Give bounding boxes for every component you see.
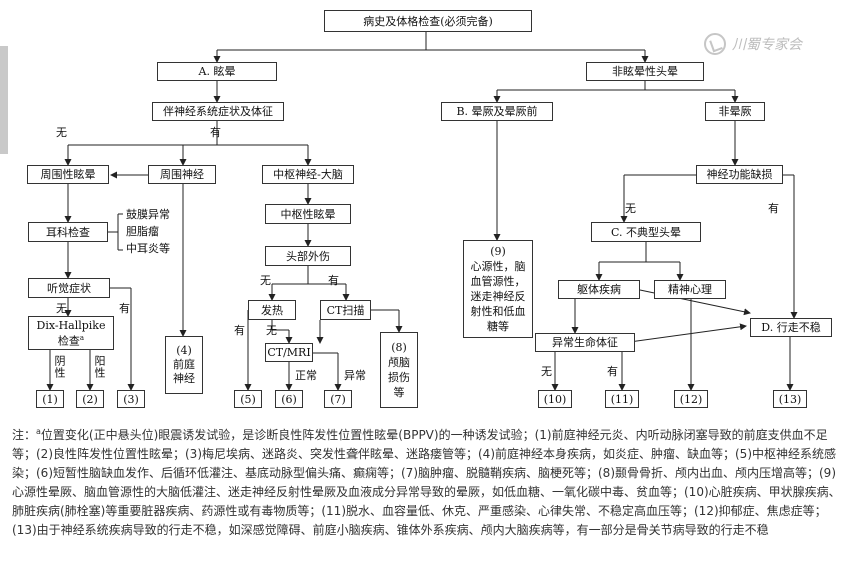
node-somatic-disease: 躯体疾病 [558,280,640,299]
outcome-10: (10) [538,390,572,408]
node-vital-signs: 异常生命体征 [535,333,635,352]
outcome-6: (6) [275,390,303,408]
node-non-syncope: 非晕厥 [705,102,765,121]
footnote-text: 位置变化(正中悬头位)眼震诱发试验，是诊断良性阵发性位置性眩晕(BPPV)的一种… [12,428,841,537]
node-head-trauma: 头部外伤 [265,246,351,266]
ear-finding-2: 胆脂瘤 [126,225,159,238]
node-trauma-8-text: 颅脑损伤等 [388,356,410,399]
branch-yes-fever: 有 [234,324,245,337]
node-ent-exam: 耳科检查 [28,222,108,242]
node-psych: 精神心理 [654,280,726,299]
dix-hallpike-line2: 检查a [58,332,84,348]
branch-yes-dysfunction: 有 [768,202,779,215]
sidebar-tab[interactable] [0,46,8,154]
node-vestibular-4-num: (4) [176,344,192,357]
branch-normal: 正常 [295,369,317,382]
branch-yes-vital: 有 [607,365,618,378]
outcome-13: (13) [773,390,807,408]
node-neuro-symptoms: 伴神经系统症状及体征 [152,102,284,121]
node-peripheral-nerve: 周围神经 [148,165,216,184]
branch-no-trauma: 无 [260,274,271,287]
outcome-11: (11) [605,390,639,408]
node-dix-hallpike: Dix-Hallpike 检查a [28,316,114,350]
node-cardio-9-num: (9) [490,245,506,258]
node-ct-mri: CT/MRI [265,343,313,362]
branch-negative: 阴性 [53,355,66,379]
node-vestibular-4: (4) 前庭神经 [165,336,203,394]
footnote: 注：a位置变化(正中悬头位)眼震诱发试验，是诊断良性阵发性位置性眩晕(BPPV)… [12,422,844,540]
outcome-1: (1) [36,390,64,408]
node-fever-label: 发热 [261,303,283,317]
node-history: 病史及体格检查(必须完备) [324,10,532,32]
node-a-vertigo: A. 眩晕 [157,62,277,81]
dix-hallpike-line2-text: 检查 [57,334,80,348]
outcome-7: (7) [324,390,352,408]
branch-positive: 阳性 [93,355,106,379]
branch-no-fever: 无 [266,324,277,337]
node-trauma-8-num: (8) [391,341,407,354]
node-b-syncope: B. 晕厥及晕厥前 [441,102,553,121]
watermark-text: 川蜀专家会 [732,37,802,53]
branch-no-vital: 无 [541,365,552,378]
branch-no-neuro: 无 [56,126,67,139]
watermark-logo: 川蜀专家会 [704,30,834,58]
branch-abnormal: 异常 [344,369,366,382]
outcome-5: (5) [234,390,262,408]
logo-icon [704,33,726,55]
node-cardio-9-text: 心源性，脑血管源性，迷走神经反射性和低血糖等 [470,260,526,333]
dix-hallpike-line1: Dix-Hallpike [36,318,106,332]
node-central-vertigo: 中枢性眩晕 [265,204,351,224]
node-cns-brain: 中枢神经-大脑 [262,165,354,184]
outcome-3: (3) [117,390,145,408]
node-cardio-9: (9) 心源性，脑血管源性，迷走神经反射性和低血糖等 [463,240,533,338]
node-trauma-8: (8) 颅脑损伤等 [380,332,418,408]
branch-no-hearing: 无 [56,302,67,315]
branch-no-dysfunction: 无 [625,202,636,215]
node-fever: 发热 [248,300,296,320]
footnote-prefix: 注： [12,428,37,442]
dix-hallpike-sup: a [79,333,85,342]
branch-yes-neuro: 有 [210,126,221,139]
node-c-atypical: C. 不典型头晕 [591,222,701,242]
footnote-superscript: a [36,427,41,436]
outcome-2: (2) [76,390,104,408]
outcome-12: (12) [674,390,708,408]
ear-finding-3: 中耳炎等 [126,242,170,255]
connector-lines [46,32,798,391]
node-non-vertigo-dizziness: 非眩晕性头晕 [586,62,704,81]
node-vestibular-4-text: 前庭神经 [173,358,195,385]
branch-yes-trauma: 有 [328,274,339,287]
node-nerve-dysfunction: 神经功能缺损 [696,165,783,184]
node-d-gait: D. 行走不稳 [750,318,832,337]
node-ct-scan: CT扫描 [320,300,371,320]
node-peripheral-vertigo: 周围性眩晕 [27,165,109,184]
node-hearing-symptoms: 听觉症状 [28,278,110,298]
ear-finding-1: 鼓膜异常 [126,208,170,221]
branch-yes-hearing: 有 [119,302,130,315]
